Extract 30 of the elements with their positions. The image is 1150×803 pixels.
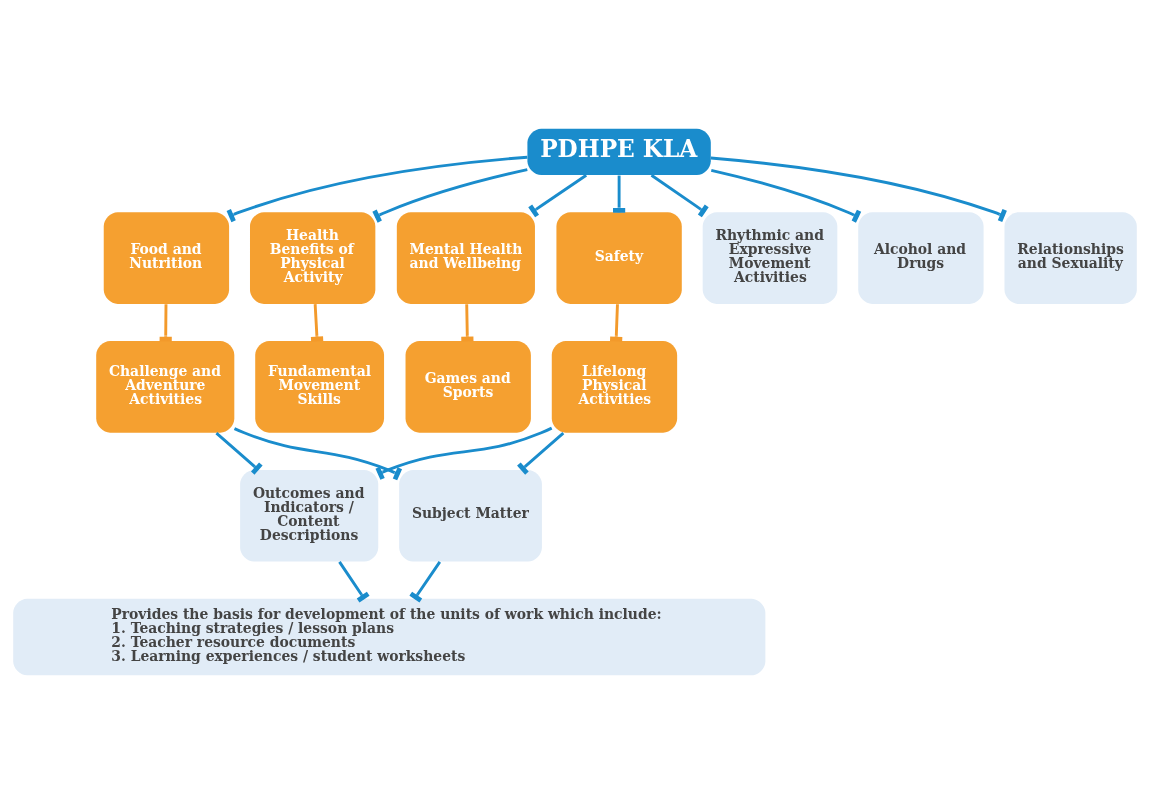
- connector: [613, 175, 626, 213]
- node-box: Subject Matter: [399, 469, 542, 562]
- node-box: Outcomes and Indicators / Content Descriptions: [240, 469, 379, 562]
- node-box: Rhythmic and Expressive Movement Activities: [702, 211, 838, 304]
- node-box: Relationships and Sexuality: [1004, 211, 1137, 304]
- node-box: Challenge and Adventure Activities: [96, 340, 235, 433]
- connector: [233, 426, 403, 480]
- connector: [528, 173, 588, 217]
- node-box: Mental Health and Wellbeing: [396, 211, 535, 304]
- connector: [650, 173, 709, 217]
- connector: [372, 167, 528, 223]
- connector: [310, 303, 324, 342]
- node-box: Alcohol and Drugs: [858, 211, 984, 304]
- node-box: Games and Sports: [405, 340, 531, 433]
- connector: [710, 168, 862, 223]
- connector: [338, 560, 370, 602]
- connector: [610, 303, 623, 342]
- connector: [375, 426, 553, 480]
- connector: [215, 431, 263, 475]
- node-box: PDHPE KLA: [527, 128, 711, 175]
- node-box: Provides the basis for development of the units of work which include: 1. Teaching strategies / lesson plans 2. Teacher resource documents 3. Learning experiences / student worksheets: [13, 598, 766, 675]
- node-box: Safety: [556, 211, 682, 304]
- node-box: Lifelong Physical Activities: [551, 340, 678, 433]
- node-box: Health Benefits of Physical Activity: [250, 211, 376, 304]
- connector: [226, 155, 528, 222]
- connector: [517, 431, 565, 475]
- connector: [409, 560, 441, 602]
- node-box: Food and Nutrition: [103, 211, 230, 304]
- node-box: Fundamental Movement Skills: [255, 340, 385, 433]
- connector: [710, 156, 1007, 222]
